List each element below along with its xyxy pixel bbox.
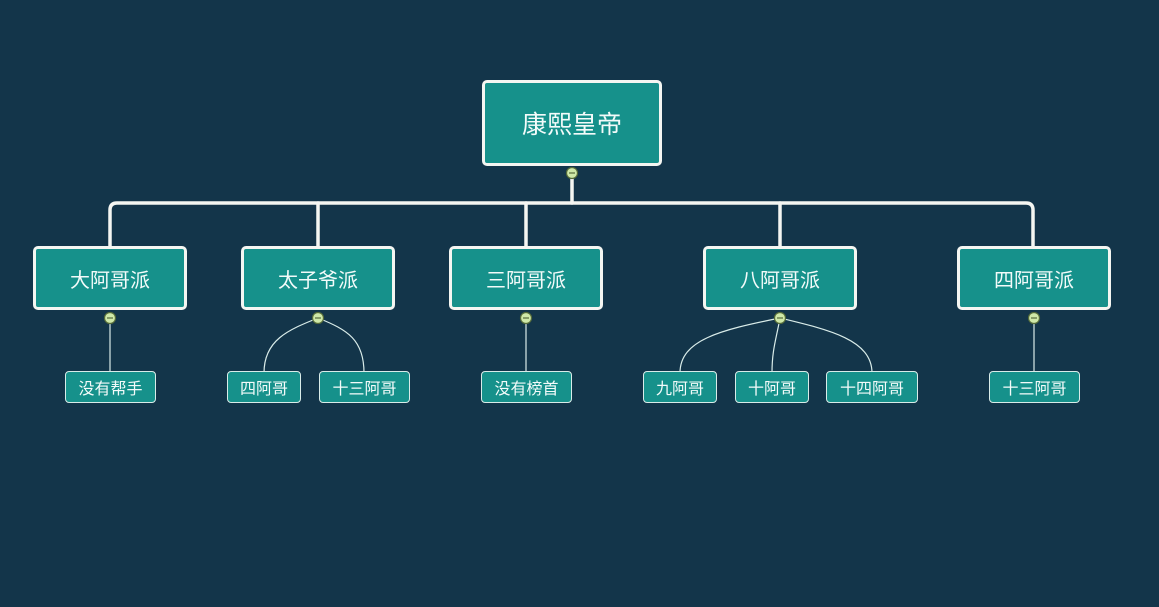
leaf-connector-4-2 bbox=[771, 317, 781, 374]
root-node[interactable]: 康熙皇帝 bbox=[482, 80, 662, 166]
branch-node-5[interactable]: 四阿哥派 bbox=[957, 246, 1111, 310]
leaf-connector-2-2 bbox=[317, 317, 365, 374]
collapse-toggle-branch-1[interactable] bbox=[103, 311, 117, 325]
leaf-node-5-1[interactable]: 十三阿哥 bbox=[989, 371, 1080, 403]
leaf-node-2-2[interactable]: 十三阿哥 bbox=[319, 371, 410, 403]
branch-node-3[interactable]: 三阿哥派 bbox=[449, 246, 603, 310]
collapse-toggle-root[interactable] bbox=[565, 166, 579, 180]
collapse-toggle-branch-5[interactable] bbox=[1027, 311, 1041, 325]
branch-node-2[interactable]: 太子爷派 bbox=[241, 246, 395, 310]
leaf-node-4-1[interactable]: 九阿哥 bbox=[643, 371, 717, 403]
branch-node-4[interactable]: 八阿哥派 bbox=[703, 246, 857, 310]
leaf-node-2-1[interactable]: 四阿哥 bbox=[227, 371, 301, 403]
leaf-node-1-1[interactable]: 没有帮手 bbox=[65, 371, 156, 403]
bus-line bbox=[108, 201, 1035, 250]
collapse-toggle-branch-2[interactable] bbox=[311, 311, 325, 325]
leaf-connector-4-1 bbox=[679, 317, 781, 374]
leaf-node-4-2[interactable]: 十阿哥 bbox=[735, 371, 809, 403]
leaf-connector-4-3 bbox=[779, 317, 873, 374]
branch-node-1[interactable]: 大阿哥派 bbox=[33, 246, 187, 310]
leaf-node-3-1[interactable]: 没有榜首 bbox=[481, 371, 572, 403]
leaf-node-4-3[interactable]: 十四阿哥 bbox=[826, 371, 918, 403]
leaf-connector-2-1 bbox=[263, 317, 319, 374]
collapse-toggle-branch-3[interactable] bbox=[519, 311, 533, 325]
collapse-toggle-branch-4[interactable] bbox=[773, 311, 787, 325]
